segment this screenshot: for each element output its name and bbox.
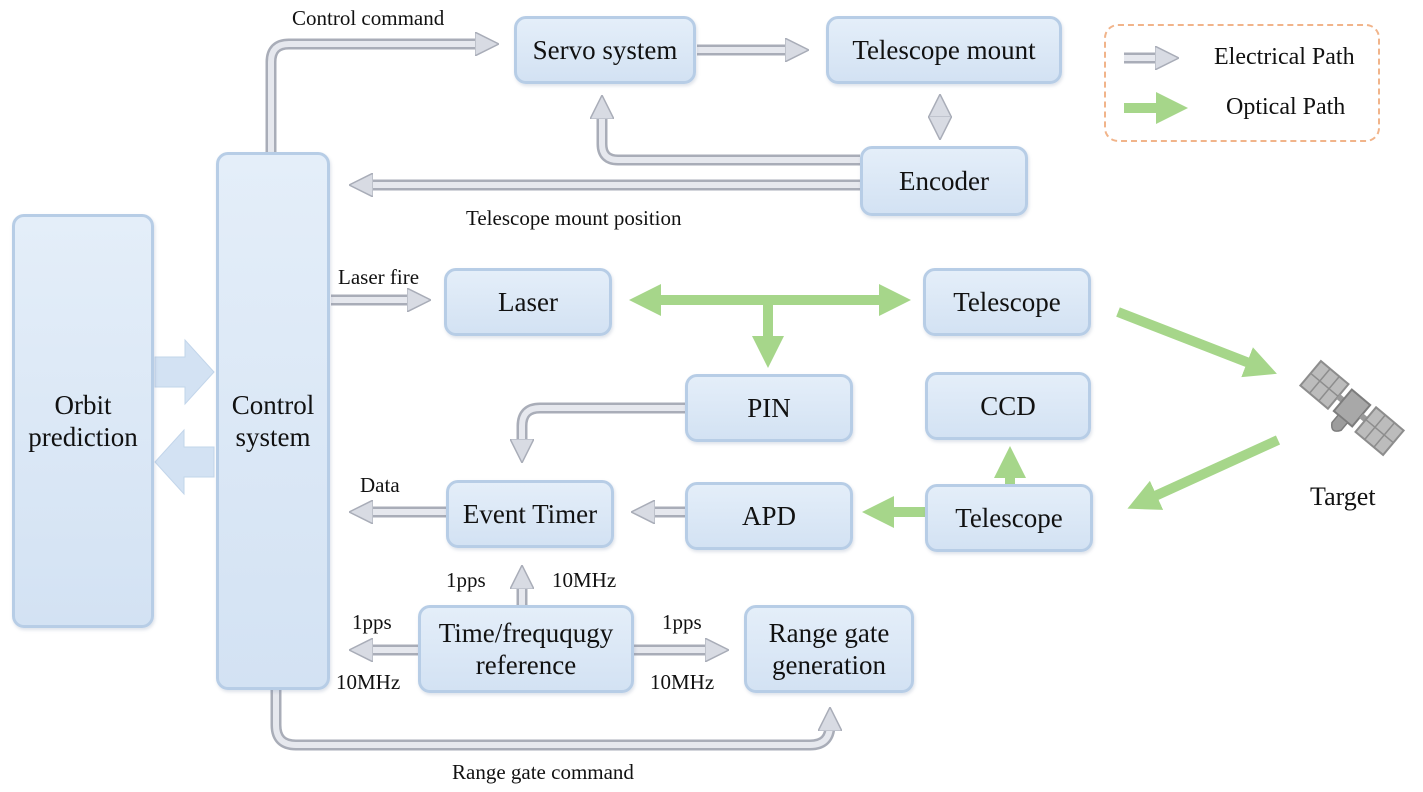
legend-electrical-label: Electrical Path	[1214, 44, 1355, 70]
encoder-label: Encoder	[899, 165, 989, 196]
laser-fire-label: Laser fire	[338, 265, 420, 289]
range-gate-generation-label: Range gate generation	[768, 617, 890, 680]
mhz-right-label: 10MHz	[650, 670, 715, 694]
time-frequency-reference-box: Time/freququgy reference	[418, 605, 634, 693]
target-label: Target	[1310, 482, 1376, 511]
range-gate-command-label: Range gate command	[452, 760, 634, 784]
encoder-box: Encoder	[860, 146, 1028, 216]
servo-system-label: Servo system	[532, 34, 678, 65]
telescope-mount-label: Telescope mount	[852, 34, 1036, 65]
control-command-label: Control command	[292, 6, 445, 30]
target-to-telescope-optical-arrow	[1127, 435, 1281, 510]
orbit-prediction-box: Orbit prediction	[12, 214, 154, 628]
legend-optical-label: Optical Path	[1226, 94, 1346, 120]
telescope-receive-label: Telescope	[955, 502, 1063, 533]
control-to-orbit-arrow	[154, 428, 215, 496]
range-gate-generation-box: Range gate generation	[744, 605, 914, 693]
ccd-box: CCD	[925, 372, 1091, 440]
pin-label: PIN	[747, 392, 791, 423]
event-timer-box: Event Timer	[446, 480, 614, 548]
telescope-transmit-box: Telescope	[923, 268, 1091, 336]
apd-label: APD	[741, 500, 796, 531]
legend-box	[1104, 24, 1380, 142]
pps-left-label: 1pps	[352, 610, 392, 634]
control-system-label: Control system	[231, 389, 315, 452]
pin-box: PIN	[685, 374, 853, 442]
event-timer-label: Event Timer	[462, 498, 598, 529]
control-command-arrow	[265, 38, 488, 152]
mhz-left-label: 10MHz	[336, 670, 401, 694]
mhz-up-label: 10MHz	[552, 568, 617, 592]
satellite-icon	[1298, 359, 1406, 457]
encoder-to-servo-arrow	[596, 106, 860, 166]
pin-to-timer-arrow	[516, 402, 685, 452]
control-system-box: Control system	[216, 152, 330, 690]
data-label: Data	[360, 473, 400, 497]
laser-box: Laser	[444, 268, 612, 336]
pps-up-label: 1pps	[446, 568, 486, 592]
telescope-receive-box: Telescope	[925, 484, 1093, 552]
telescope-mount-box: Telescope mount	[826, 16, 1062, 84]
mount-position-label: Telescope mount position	[466, 206, 682, 230]
orbit-to-control-arrow	[154, 338, 215, 406]
servo-system-box: Servo system	[514, 16, 696, 84]
pps-right-label: 1pps	[662, 610, 702, 634]
orbit-prediction-label: Orbit prediction	[28, 389, 138, 452]
time-frequency-reference-label: Time/freququgy reference	[438, 617, 614, 680]
range-gate-command-arrow	[270, 690, 836, 751]
laser-label: Laser	[498, 286, 558, 317]
apd-box: APD	[685, 482, 853, 550]
ccd-label: CCD	[980, 390, 1036, 421]
telescope-transmit-label: Telescope	[953, 286, 1061, 317]
telescope-to-target-optical-arrow	[1116, 307, 1277, 378]
